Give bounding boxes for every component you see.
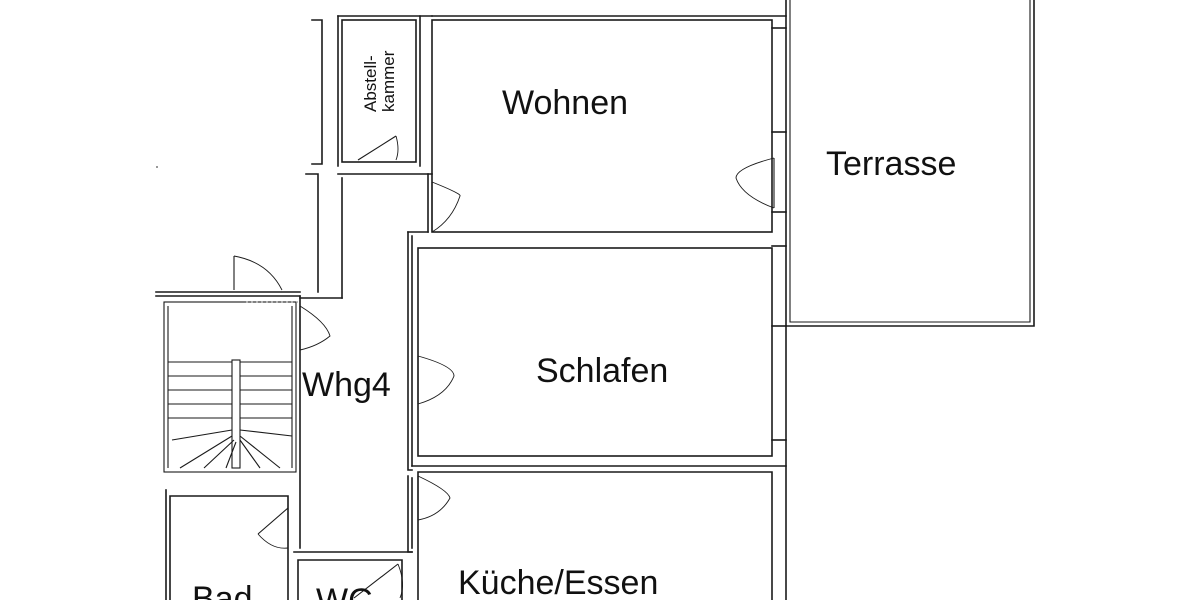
corridor-walls-left — [305, 19, 433, 299]
living-room — [431, 15, 787, 233]
terrace — [785, 0, 1035, 327]
door-living-terrace — [735, 157, 775, 209]
label-whg4: Whg4 — [302, 366, 391, 404]
door-stairwell-top — [233, 255, 283, 291]
storage-room — [337, 15, 433, 167]
door-storage — [357, 135, 399, 161]
door-bathroom — [257, 507, 289, 549]
door-wc — [353, 563, 403, 599]
door-hallway-entry — [299, 305, 331, 351]
door-hallway-bedroom — [417, 355, 455, 405]
kitchen-dining — [411, 465, 787, 600]
bedroom — [417, 245, 787, 600]
label-wohnen: Wohnen — [502, 84, 628, 122]
label-abstellkammer-line1: Abstell- — [361, 55, 380, 112]
stairwell — [155, 291, 301, 473]
label-kueche-essen: Küche/Essen — [458, 564, 658, 600]
label-wc: WC — [316, 582, 373, 600]
door-corridor-living — [431, 181, 461, 233]
label-terrasse: Terrasse — [826, 145, 956, 183]
label-abstellkammer: Abstell- kammer — [361, 50, 398, 112]
label-abstellkammer-line2: kammer — [379, 50, 398, 112]
door-hallway-kitchen — [417, 475, 451, 521]
label-bad: Bad — [192, 580, 253, 600]
marker-dot — [156, 166, 158, 168]
label-schlafen: Schlafen — [536, 352, 668, 390]
